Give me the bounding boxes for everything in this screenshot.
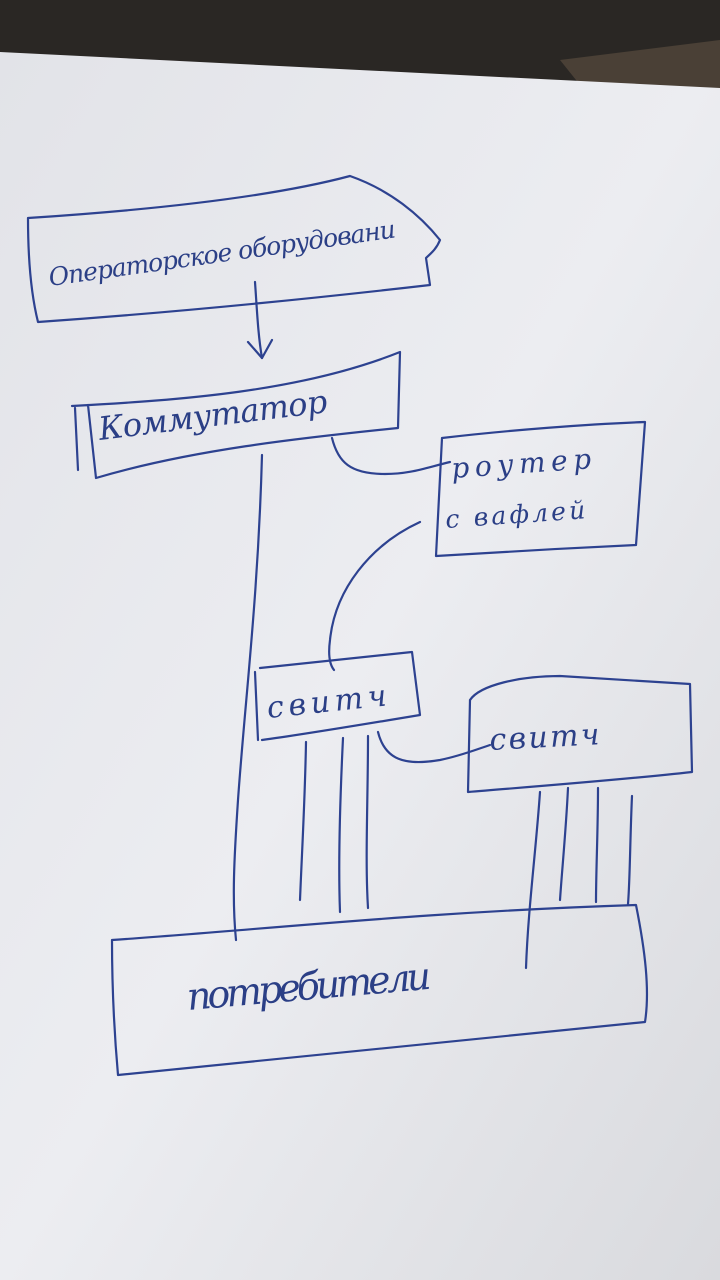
edge-commutator-router xyxy=(330,436,452,476)
edge-switch2-consumer-4 xyxy=(626,794,634,906)
edge-switch1-consumer-1 xyxy=(298,740,308,902)
switch2-box xyxy=(466,674,694,794)
operator-box xyxy=(26,174,442,324)
edge-switch1-consumer-3 xyxy=(365,734,370,910)
arrow-head-icon xyxy=(246,338,274,360)
switch1-box xyxy=(253,650,422,742)
edge-switch2-consumer-1 xyxy=(524,790,542,970)
edge-switch2-consumer-2 xyxy=(558,786,570,902)
router-box xyxy=(434,420,647,558)
edge-switch1-switch2 xyxy=(376,730,492,764)
edge-commutator-consumer xyxy=(232,453,264,942)
switch2-label: свитч xyxy=(489,717,601,758)
edge-operator-commutator xyxy=(253,280,264,360)
commutator-box xyxy=(70,350,402,480)
edge-switch2-consumer-3 xyxy=(594,786,600,904)
consumer-box xyxy=(110,903,649,1077)
edge-switch1-consumer-2 xyxy=(338,736,345,914)
paper-sheet xyxy=(0,52,720,1280)
